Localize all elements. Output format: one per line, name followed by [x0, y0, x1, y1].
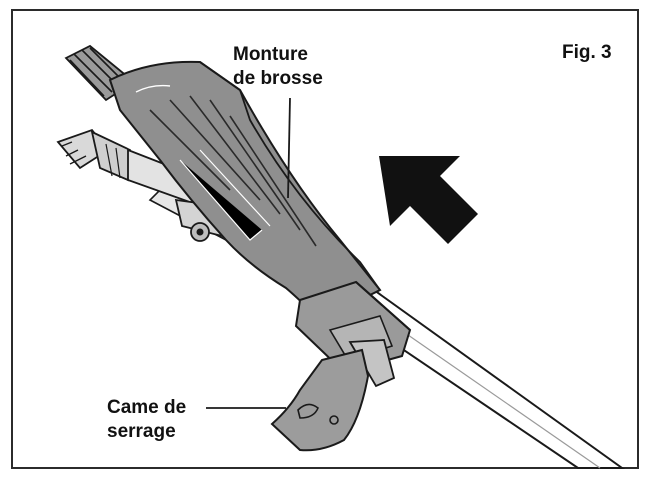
label-brush-mount-line2: de brosse — [233, 68, 323, 89]
direction-arrow-icon — [379, 156, 478, 244]
figure-number: Fig. 3 — [562, 42, 612, 63]
label-clamp-cam: Came de serrage — [107, 396, 186, 444]
label-brush-mount: Monture de brosse — [233, 43, 323, 91]
label-clamp-cam-line2: serrage — [107, 421, 176, 442]
figure-frame — [11, 9, 639, 469]
brush-mount — [108, 60, 382, 322]
clamping-cam — [270, 339, 396, 452]
leader-line-brush-mount — [287, 97, 291, 199]
label-clamp-cam-line1: Came de — [107, 397, 187, 418]
label-brush-mount-line1: Monture — [233, 44, 308, 65]
